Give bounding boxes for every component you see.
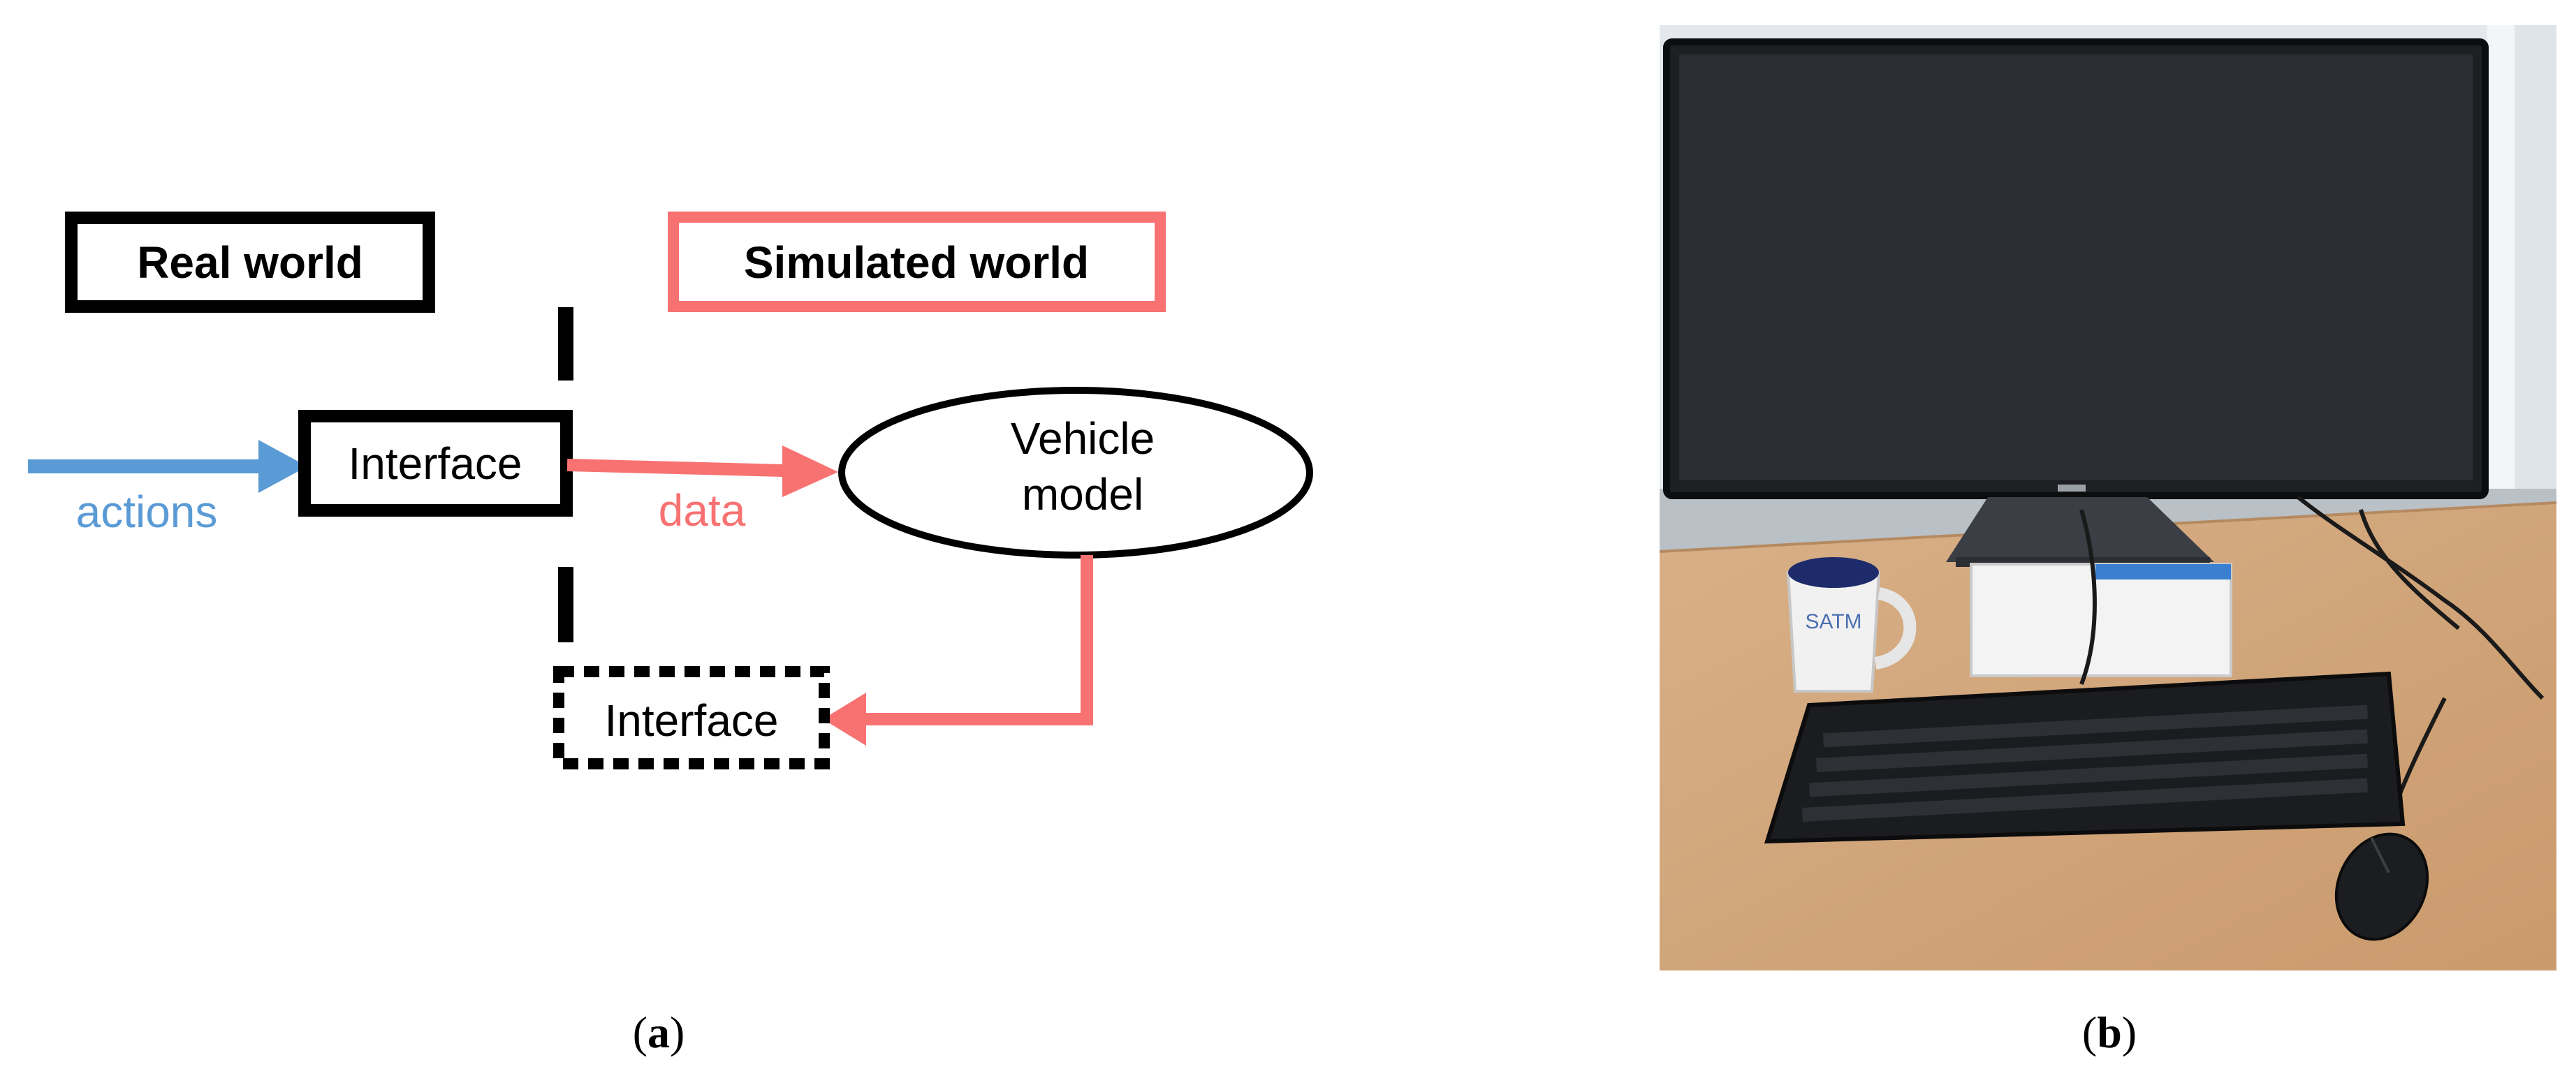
- vehicle-model-line2: model: [1022, 469, 1143, 519]
- actions-label: actions: [76, 487, 218, 537]
- interface-top-box: Interface: [298, 410, 573, 517]
- panel-b-photo: SATM: [1659, 25, 2557, 970]
- interface-top-label: Interface: [348, 438, 522, 489]
- caption-a: (a): [633, 1007, 685, 1057]
- vehicle-model-node: Vehicle model: [838, 387, 1313, 559]
- simulated-world-box: Simulated world: [668, 212, 1166, 312]
- panel-a-diagram: Real world Simulated world actions Inter…: [28, 212, 1313, 769]
- monitor-icon: [1663, 38, 2489, 567]
- real-world-label: Real world: [137, 237, 363, 288]
- box-under-monitor: [1970, 563, 2232, 677]
- interface-bottom-box: Interface: [553, 666, 830, 769]
- data-arrow: [566, 445, 838, 497]
- mug-icon: SATM: [1786, 557, 1917, 693]
- data-label: data: [659, 485, 746, 536]
- mouse-icon: [2334, 832, 2429, 941]
- feedback-arrow: [823, 555, 1093, 746]
- svg-text:SATM: SATM: [1805, 610, 1861, 633]
- vehicle-model-line1: Vehicle: [1011, 413, 1155, 464]
- caption-b: (b): [2082, 1007, 2137, 1057]
- simulated-world-label: Simulated world: [744, 237, 1089, 288]
- real-world-box: Real world: [65, 212, 435, 313]
- cables: [2079, 495, 2545, 825]
- keyboard-icon: [1764, 671, 2406, 844]
- interface-bottom-label: Interface: [604, 695, 778, 746]
- actions-arrow: [28, 440, 307, 493]
